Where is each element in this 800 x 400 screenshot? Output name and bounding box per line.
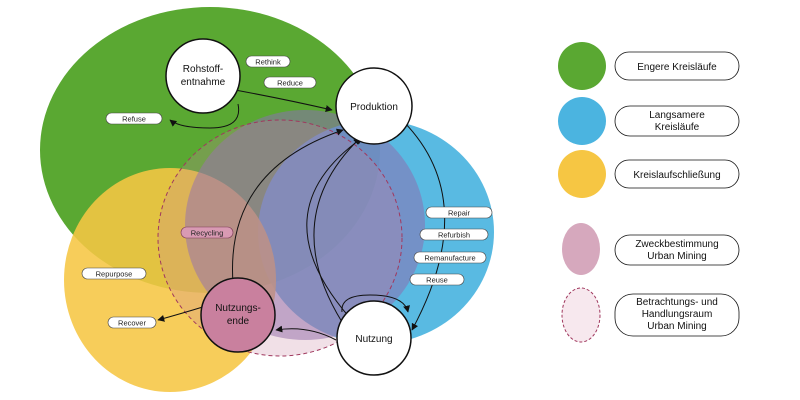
pill-remanufacture: Remanufacture <box>413 251 487 264</box>
legend-label-kreislaufschliessung: Kreislaufschließung <box>633 170 720 181</box>
legend-label-engere-kreislaeufe: Engere Kreisläufe <box>637 62 717 73</box>
legend-label-langsamere-line2: Kreisläufe <box>655 122 700 133</box>
pill-recycling: Recycling <box>180 226 234 239</box>
node-nutzungsende-line1: Nutzungs- <box>215 303 261 314</box>
node-rohstoffentnahme: Rohstoff- entnahme <box>165 38 241 114</box>
arrow-nutzung-to-nutzungsende <box>275 325 337 341</box>
pill-refurbish: Refurbish <box>419 228 489 241</box>
pill-repair-label: Repair <box>448 209 471 218</box>
legend-swatch-pink <box>562 223 600 275</box>
arrow-nutzung-to-produktion-outer <box>306 137 363 319</box>
pill-rethink-label: Rethink <box>255 58 281 67</box>
legend-label-betrachtung-line3: Urban Mining <box>647 321 706 332</box>
legend-item-betrachtungsraum: Betrachtungs- und Handlungsraum Urban Mi… <box>561 287 740 343</box>
pill-reduce: Reduce <box>263 76 317 89</box>
pill-reduce-label: Reduce <box>277 79 303 88</box>
node-nutzungsende: Nutzungs- ende <box>200 277 276 353</box>
pill-reuse: Reuse <box>409 273 465 286</box>
pill-reuse-label: Reuse <box>426 276 448 285</box>
strategy-pills: Rethink Reduce Refuse Repair Refurbish R… <box>81 55 493 329</box>
node-rohstoffentnahme-line2: entnahme <box>181 77 226 88</box>
node-produktion-label: Produktion <box>350 102 398 113</box>
pill-refuse: Refuse <box>105 112 163 125</box>
legend-label-zweckbestimmung-line1: Zweckbestimmung <box>635 239 718 250</box>
legend-label-betrachtung-line2: Handlungsraum <box>642 309 713 320</box>
node-rohstoffentnahme-line1: Rohstoff- <box>183 64 223 75</box>
pill-refuse-label: Refuse <box>122 115 146 124</box>
pill-rethink: Rethink <box>245 55 291 68</box>
legend-label-langsamere-line1: Langsamere <box>649 110 705 121</box>
pill-repurpose: Repurpose <box>81 267 147 280</box>
arrow-refuse-loop <box>169 103 240 129</box>
legend-swatch-dashed <box>561 287 601 343</box>
node-nutzung: Nutzung <box>336 300 412 376</box>
pill-refurbish-label: Refurbish <box>438 231 470 240</box>
legend-item-engere-kreislaeufe: Engere Kreisläufe <box>558 42 740 90</box>
pill-recycling-label: Recycling <box>191 229 224 238</box>
arrow-nutzung-to-produktion-inner <box>313 137 361 323</box>
arrow-nutzungsende-to-produktion <box>231 128 344 284</box>
legend-swatch-green <box>558 42 606 90</box>
pill-remanufacture-label: Remanufacture <box>424 254 475 263</box>
node-nutzungsende-line2: ende <box>227 316 250 327</box>
node-nutzung-label: Nutzung <box>355 334 392 345</box>
legend: Engere Kreisläufe Langsamere Kreisläufe … <box>558 42 740 343</box>
arrow-reuse-loop <box>341 294 410 313</box>
pill-recover: Recover <box>107 316 157 329</box>
legend-swatch-blue <box>558 97 606 145</box>
legend-item-zweckbestimmung: Zweckbestimmung Urban Mining <box>562 223 740 275</box>
legend-label-zweckbestimmung-line2: Urban Mining <box>647 251 706 262</box>
legend-item-kreislaufschliessung: Kreislaufschließung <box>558 150 740 198</box>
legend-swatch-yellow <box>558 150 606 198</box>
legend-label-betrachtung-line1: Betrachtungs- und <box>636 297 718 308</box>
pill-recover-label: Recover <box>118 319 146 328</box>
pill-repurpose-label: Repurpose <box>96 270 133 279</box>
pill-repair: Repair <box>425 206 493 219</box>
legend-item-langsamere-kreislaeufe: Langsamere Kreisläufe <box>558 97 740 145</box>
node-produktion: Produktion <box>335 67 413 145</box>
